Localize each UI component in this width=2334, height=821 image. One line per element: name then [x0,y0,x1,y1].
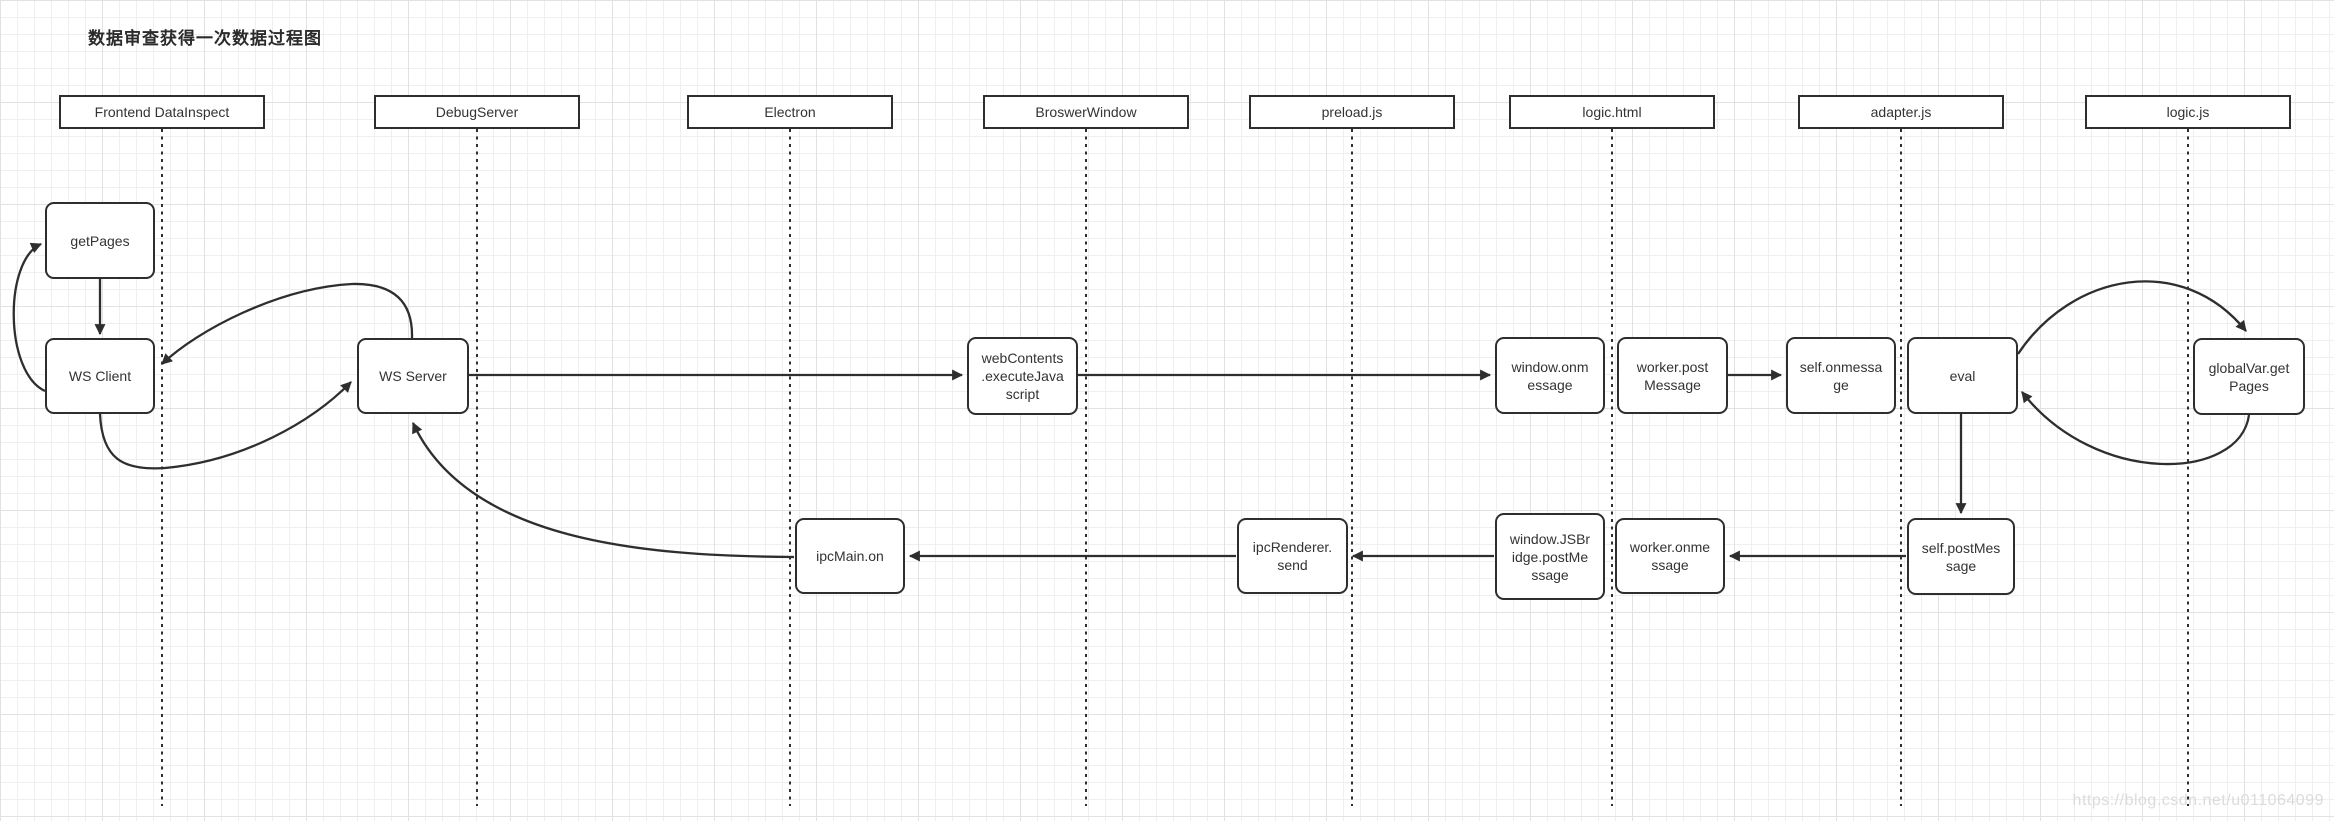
lane-header-logic-html: logic.html [1509,95,1715,129]
lane-header-preload-js: preload.js [1249,95,1455,129]
lane-header-label: logic.html [1582,104,1642,120]
node-ipcmain-on: ipcMain.on [795,518,905,594]
lifeline-broswerwindow [1085,129,1087,806]
lane-header-broswerwindow: BroswerWindow [983,95,1189,129]
node-self-onmessage: self.onmessa ge [1786,337,1896,414]
lane-header-label: Frontend DataInspect [94,104,230,120]
diagram-title: 数据审查获得一次数据过程图 [88,29,322,48]
lane-header-label: Electron [764,104,816,120]
lifeline-logic-html [1611,129,1613,806]
lifeline-electron [789,129,791,806]
lifeline-preload-js [1351,129,1353,806]
lane-header-label: BroswerWindow [1035,104,1137,120]
node-ws-client: WS Client [45,338,155,414]
lane-header-debugserver: DebugServer [374,95,580,129]
watermark-text: https://blog.csdn.net/u011064099 [2072,792,2324,809]
node-eval: eval [1907,337,2018,414]
lifeline-adapter-js [1900,129,1902,806]
edge-ipcmainon-to-wsserver [411,422,795,559]
lifeline-debugserver [476,129,478,806]
lane-header-logic-js: logic.js [2085,95,2291,129]
lane-header-electron: Electron [687,95,893,129]
lane-header-label: preload.js [1321,104,1383,120]
edge-wsclient-to-wsserver [98,381,352,470]
lane-header-label: DebugServer [435,104,519,120]
node-self-postmessage: self.postMes sage [1907,518,2015,595]
lane-header-frontend-datainspect: Frontend DataInspect [59,95,265,129]
node-ipcrenderer-send: ipcRenderer. send [1237,518,1348,594]
lane-header-label: adapter.js [1870,104,1932,120]
node-worker-postmessage: worker.post Message [1617,337,1728,414]
lane-header-label: logic.js [2166,104,2210,120]
lane-header-adapter-js: adapter.js [1798,95,2004,129]
node-window-onmessage: window.onm essage [1495,337,1605,414]
edge-wsserver-to-wsclient [161,282,414,365]
edge-wsclient-to-getpages [12,242,46,393]
node-get-pages: getPages [45,202,155,279]
lifeline-logic-js [2187,129,2189,806]
node-worker-onmessage: worker.onme ssage [1615,518,1725,594]
lifeline-frontend-datainspect [161,129,163,806]
node-globalvar-get-pages: globalVar.get Pages [2193,338,2305,415]
node-ws-server: WS Server [357,338,469,414]
node-window-jsbridge-postmessage: window.JSBr idge.postMe ssage [1495,513,1605,600]
edge-eval-to-globalvar [2017,280,2247,355]
node-web-contents-execute-javascript: webContents .executeJava script [967,337,1078,415]
edge-globalvar-to-eval [2021,391,2251,466]
